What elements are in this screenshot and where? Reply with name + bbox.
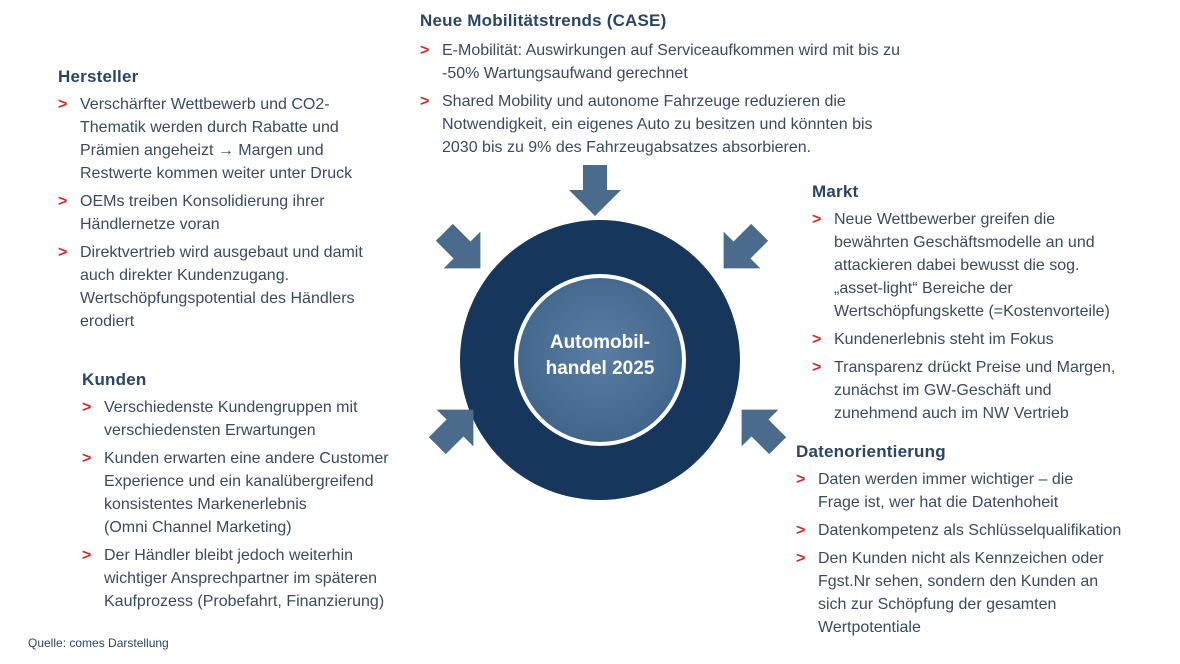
arrow-lower-right	[741, 409, 787, 455]
list-item-text: Kunden erwarten eine andere Customer Exp…	[104, 450, 389, 536]
section-title: Datenorientierung	[796, 442, 946, 461]
arrow-upper-right	[723, 223, 769, 269]
arrow-lower-left	[428, 409, 474, 455]
bullet-list: > E-Mobilität: Auswirkungen auf Serviceau…	[420, 39, 960, 159]
section-markt: Markt > Neue Wettbewerber greifen die bew…	[812, 182, 1162, 430]
list-item-text: Daten werden immer wichtiger – die Frage…	[818, 471, 1074, 511]
list-item-text: Direktvertrieb wird ausgebaut und damit …	[80, 244, 363, 330]
list-item-text: Transparenz drückt Preise und Margen, zu…	[834, 359, 1116, 422]
bullet-icon: >	[82, 399, 92, 416]
section-title: Neue Mobilitätstrends (CASE)	[420, 11, 667, 30]
center-label: Automobil- handel 2025	[545, 332, 655, 379]
list-item: > Direktvertrieb wird ausgebaut und damit…	[58, 241, 388, 333]
list-item: > Der Händler bleibt jedoch weiterhin wic…	[82, 544, 432, 613]
bullet-icon: >	[82, 547, 92, 564]
list-item: > Daten werden immer wichtiger – die Frag…	[796, 468, 1166, 514]
bullet-icon: >	[82, 450, 92, 467]
bullet-icon: >	[812, 211, 822, 228]
list-item-text: Shared Mobility und autonome Fahrzeuge r…	[442, 93, 873, 156]
list-item: > OEMs treiben Konsolidierung ihrer Händl…	[58, 190, 388, 236]
list-item-text: Kundenerlebnis steht im Fokus	[834, 331, 1054, 348]
bullet-list: > Daten werden immer wichtiger – die Frag…	[796, 468, 1166, 639]
list-item: > Transparenz drückt Preise und Margen, z…	[812, 356, 1162, 425]
arrow-top	[569, 165, 621, 216]
list-item: > Kunden erwarten eine andere Customer Ex…	[82, 447, 432, 539]
list-item-text: Datenkompetenz als Schlüsselqualifikatio…	[818, 522, 1122, 539]
bullet-icon: >	[796, 471, 806, 488]
bullet-icon: >	[58, 193, 68, 210]
section-title: Markt	[812, 182, 859, 201]
section-kunden: Kunden > Verschiedenste Kundengruppen mit…	[82, 370, 432, 618]
arrow-upper-left	[435, 223, 481, 269]
bullet-icon: >	[420, 93, 430, 110]
bullet-list: > Neue Wettbewerber greifen die bewährten…	[812, 208, 1162, 425]
list-item: > Datenkompetenz als Schlüsselqualifikati…	[796, 519, 1166, 542]
section-mobility-trends: Neue Mobilitätstrends (CASE) > E-Mobilitä…	[420, 11, 960, 164]
list-item: > E-Mobilität: Auswirkungen auf Serviceau…	[420, 39, 960, 85]
source-note: Quelle: comes Darstellung	[28, 636, 169, 650]
list-item-text: Den Kunden nicht als Kennzeichen oder Fg…	[818, 550, 1104, 636]
bullet-icon: >	[58, 244, 68, 261]
section-title: Hersteller	[58, 67, 139, 86]
list-item: > Shared Mobility und autonome Fahrzeuge …	[420, 90, 960, 159]
bullet-icon: >	[796, 550, 806, 567]
list-item-text: Neue Wettbewerber greifen die bewährten …	[834, 211, 1110, 320]
list-item-text: E-Mobilität: Auswirkungen auf Serviceauf…	[442, 42, 900, 82]
section-hersteller: Hersteller > Verschärfter Wettbewerb und …	[58, 67, 388, 338]
bullet-icon: >	[420, 42, 430, 59]
section-title: Kunden	[82, 370, 147, 389]
bullet-icon: >	[58, 96, 68, 113]
inner-circle	[514, 274, 686, 446]
list-item: > Den Kunden nicht als Kennzeichen oder F…	[796, 547, 1166, 639]
list-item: > Verschiedenste Kundengruppen mit versch…	[82, 396, 432, 442]
section-datenorientierung: Datenorientierung > Daten werden immer wi…	[796, 442, 1166, 644]
list-item: > Neue Wettbewerber greifen die bewährten…	[812, 208, 1162, 323]
list-item-text: Verschiedenste Kundengruppen mit verschi…	[104, 399, 358, 439]
bullet-icon: >	[812, 331, 822, 348]
list-item-text: Verschärfter Wettbewerb und CO2- Themati…	[80, 96, 353, 182]
list-item: > Verschärfter Wettbewerb und CO2- Themat…	[58, 93, 388, 185]
list-item: > Kundenerlebnis steht im Fokus	[812, 328, 1162, 351]
bullet-icon: >	[812, 359, 822, 376]
bullet-list: > Verschärfter Wettbewerb und CO2- Themat…	[58, 93, 388, 333]
bullet-icon: >	[796, 522, 806, 539]
list-item-text: Der Händler bleibt jedoch weiterhin wich…	[104, 547, 385, 610]
list-item-text: OEMs treiben Konsolidierung ihrer Händle…	[80, 193, 325, 233]
bullet-list: > Verschiedenste Kundengruppen mit versch…	[82, 396, 432, 613]
